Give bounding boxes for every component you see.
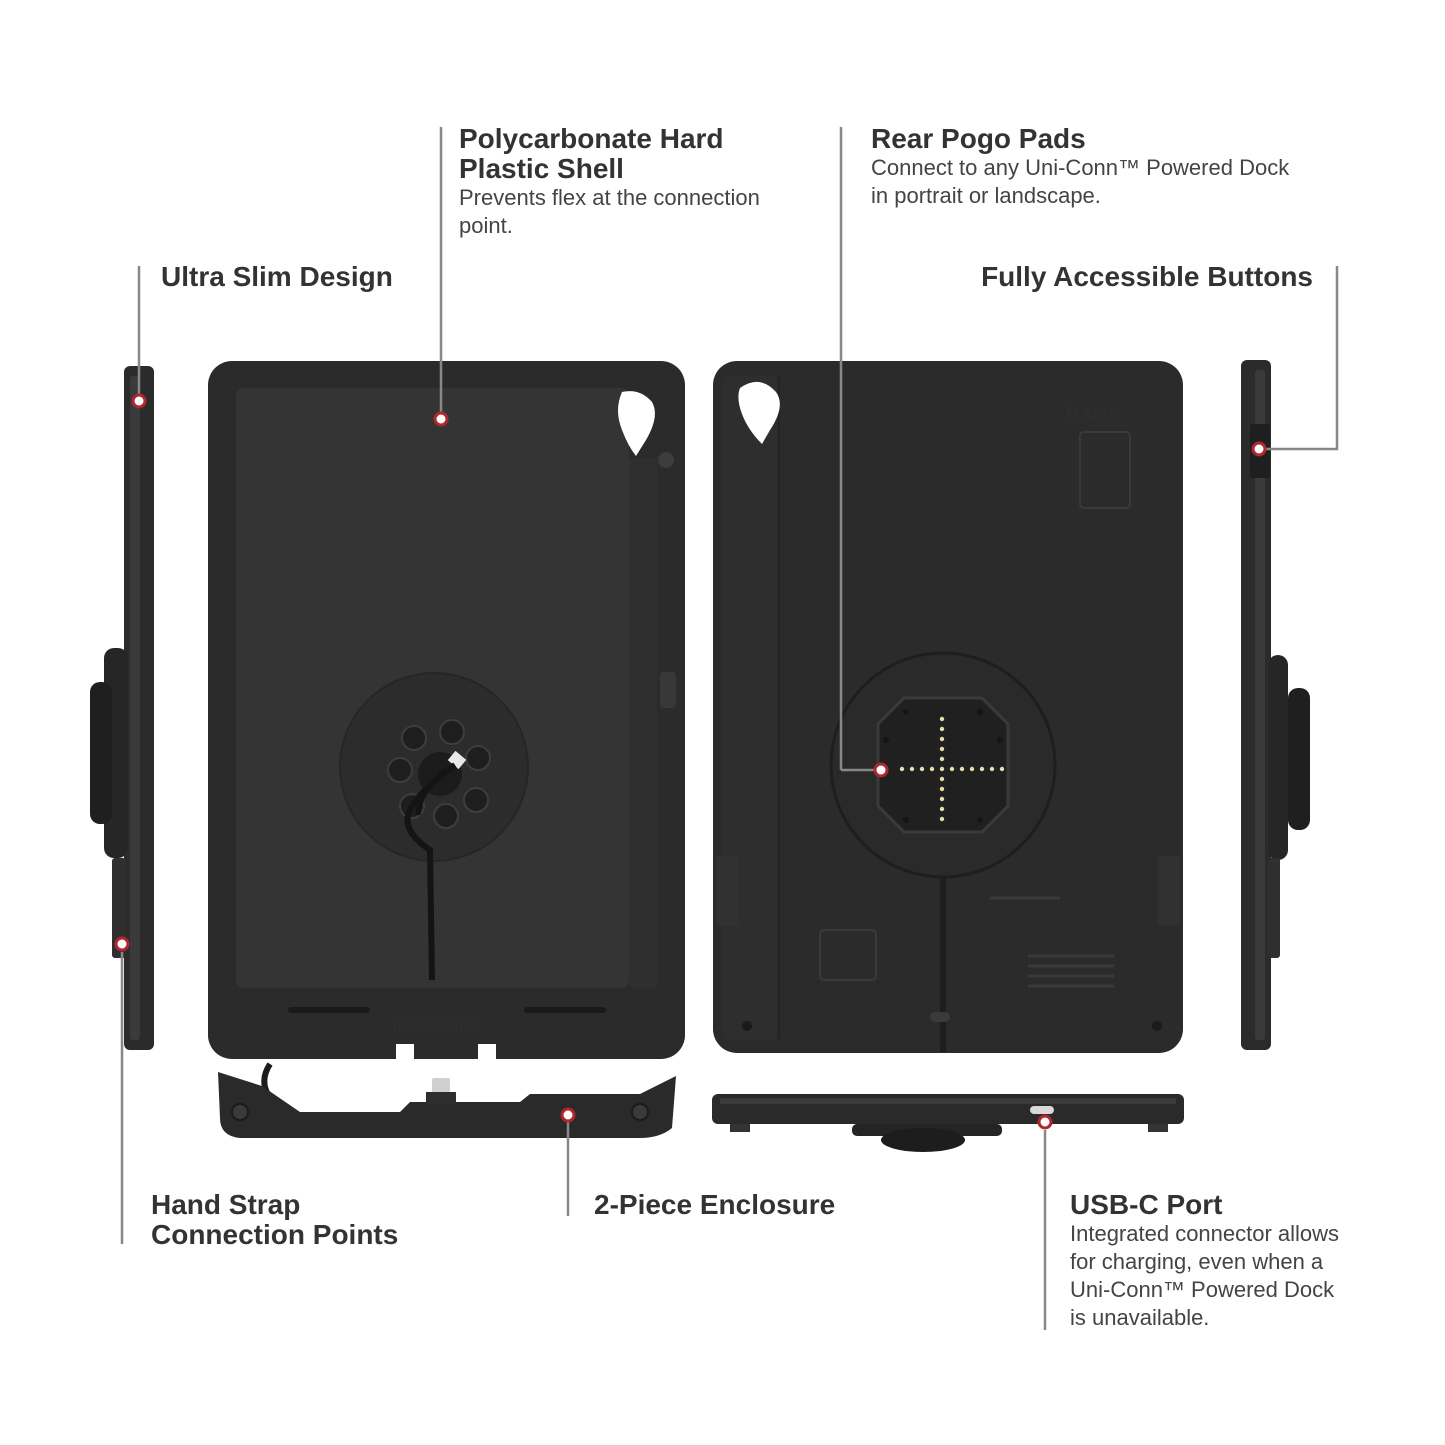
left-side-profile [90,366,154,1050]
callout-rear-pogo-desc: Connect to any Uni-Conn™ Powered Dock in… [871,155,1290,208]
callout-markers [114,393,1267,1130]
right-side-profile [1241,360,1310,1050]
marker-hand-strap [114,936,130,952]
callout-polycarbonate: Polycarbonate Hard Plastic Shell Prevent… [459,124,760,240]
marker-ultra-slim [131,393,147,409]
callout-rear-pogo-title: Rear Pogo Pads [871,123,1086,154]
bottom-enclosure-piece [218,1062,676,1138]
callout-hand-strap-title: Hand Strap Connection Points [151,1189,399,1250]
callout-usbc-title: USB-C Port [1070,1189,1223,1220]
marker-shell [433,411,449,427]
gds-logo-text: GDS® TECH™ [798,993,853,1002]
callout-ultra-slim-title: Ultra Slim Design [161,261,393,292]
callout-polycarbonate-desc: Prevents flex at the connection point. [459,185,760,238]
marker-pogo [873,762,889,778]
callout-usbc-desc: Integrated connector allows for charging… [1070,1221,1340,1330]
leader-lines [120,127,1339,1330]
callout-polycarbonate-title: Polycarbonate Hard Plastic Shell [459,123,724,184]
callout-usbc: USB-C Port Integrated connector allows f… [1070,1190,1339,1332]
callout-rear-pogo: Rear Pogo Pads Connect to any Uni-Conn™ … [871,124,1289,210]
rear-case: RAM® IntelliSkin® GDS® TECH™ [713,361,1183,1053]
callout-ultra-slim: Ultra Slim Design [161,262,393,292]
callout-buttons-title: Fully Accessible Buttons [981,261,1313,292]
front-logo-text: IntelliSkin® [392,1016,482,1036]
marker-enclosure [560,1107,576,1123]
callout-enclosure: 2-Piece Enclosure [594,1190,835,1220]
rear-brand-text: RAM® [1066,404,1120,424]
front-case: IntelliSkin® [208,361,685,1060]
callout-hand-strap: Hand Strap Connection Points [151,1190,398,1250]
callout-buttons: Fully Accessible Buttons [981,262,1313,292]
bottom-edge-view [712,1094,1184,1152]
callout-enclosure-title: 2-Piece Enclosure [594,1189,836,1220]
marker-usbc [1037,1114,1053,1130]
marker-buttons [1251,441,1267,457]
rear-logo-text: IntelliSkin® [1076,515,1116,524]
